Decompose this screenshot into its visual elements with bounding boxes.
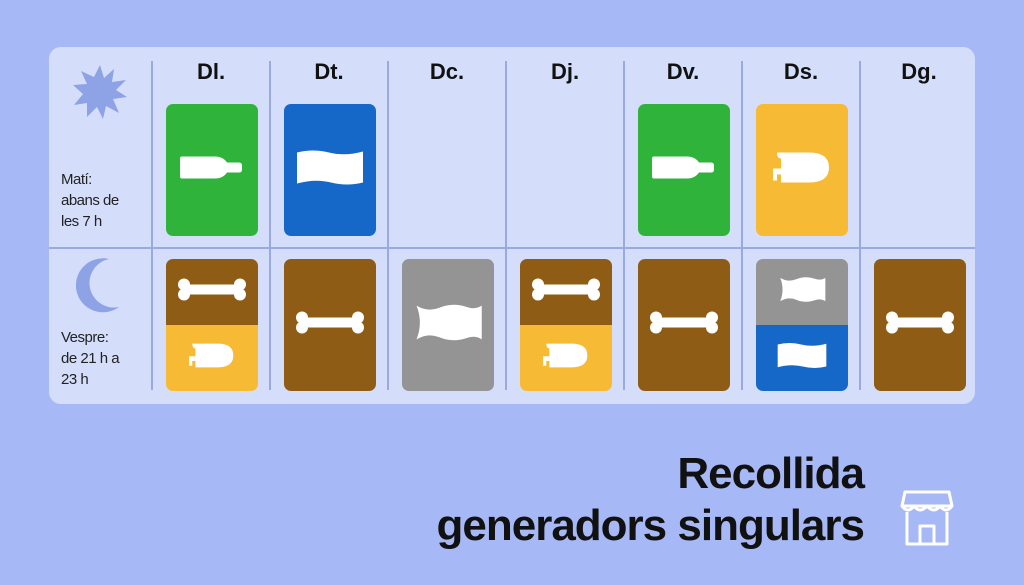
bone-icon: [649, 311, 719, 339]
collection-card-evening-thursday: [520, 259, 612, 391]
bone-icon: [177, 278, 247, 306]
rest-bag-icon: [775, 276, 829, 309]
day-header-friday: Dv.: [666, 59, 700, 84]
paper-sheet-icon: [295, 149, 365, 192]
card-section-organic: [166, 259, 258, 325]
schedule-panel: Matí: abans de les 7 h Vespre: de 21 h a…: [49, 47, 975, 404]
title-line: Recollida: [677, 449, 865, 498]
column-divider: [505, 61, 507, 390]
collection-card-morning-monday: [166, 104, 258, 236]
collection-card-evening-friday: [638, 259, 730, 391]
card-section-packaging: [166, 325, 258, 391]
bottle-icon: [179, 155, 245, 186]
card-section-organic: [520, 259, 612, 325]
day-header-saturday: Ds.: [783, 59, 819, 84]
morning-label-line: les 7 h: [61, 213, 102, 230]
column-divider: [269, 61, 271, 390]
collection-card-morning-saturday: [756, 104, 848, 236]
bone-icon: [531, 278, 601, 306]
column-divider: [859, 61, 861, 390]
day-header-thursday: Dj.: [550, 59, 580, 84]
sun-icon: [73, 65, 127, 119]
packaging-icon: [187, 341, 237, 376]
rest-bag-icon: [412, 301, 484, 350]
collection-card-morning-friday: [638, 104, 730, 236]
title-line: generadors singulars: [436, 501, 865, 550]
card-section-rest: [756, 259, 848, 325]
day-header-wednesday: Dc.: [429, 59, 465, 84]
day-header-tuesday: Dt.: [314, 59, 344, 84]
moon-icon: [75, 258, 119, 313]
packaging-icon: [541, 341, 591, 376]
day-header-sunday: Dg.: [901, 59, 937, 84]
collection-card-evening-monday: [166, 259, 258, 391]
collection-card-evening-sunday: [874, 259, 966, 391]
page-title: Recollida generadors singulars: [436, 448, 865, 552]
column-divider: [741, 61, 743, 390]
bottle-icon: [651, 155, 717, 186]
evening-label-line: Vespre:: [61, 329, 109, 346]
morning-label-line: Matí:: [61, 171, 92, 188]
column-divider: [387, 61, 389, 390]
bone-icon: [295, 311, 365, 339]
paper-sheet-icon: [774, 342, 830, 375]
morning-label-line: abans de: [61, 192, 119, 209]
collection-card-evening-saturday: [756, 259, 848, 391]
evening-label-line: de 21 h a: [61, 350, 120, 367]
packaging-icon: [771, 149, 833, 192]
column-divider: [623, 61, 625, 390]
bone-icon: [885, 311, 955, 339]
column-divider: [151, 61, 153, 390]
card-section-packaging: [520, 325, 612, 391]
card-section-paper: [756, 325, 848, 391]
shop-icon: [900, 490, 954, 546]
collection-card-evening-tuesday: [284, 259, 376, 391]
row-divider: [49, 247, 975, 249]
evening-label-line: 23 h: [61, 371, 89, 388]
evening-label: Vespre: de 21 h a 23 h: [61, 327, 151, 390]
collection-card-evening-wednesday: [402, 259, 494, 391]
morning-label: Matí: abans de les 7 h: [61, 169, 151, 232]
day-header-monday: Dl.: [196, 59, 226, 84]
collection-card-morning-tuesday: [284, 104, 376, 236]
